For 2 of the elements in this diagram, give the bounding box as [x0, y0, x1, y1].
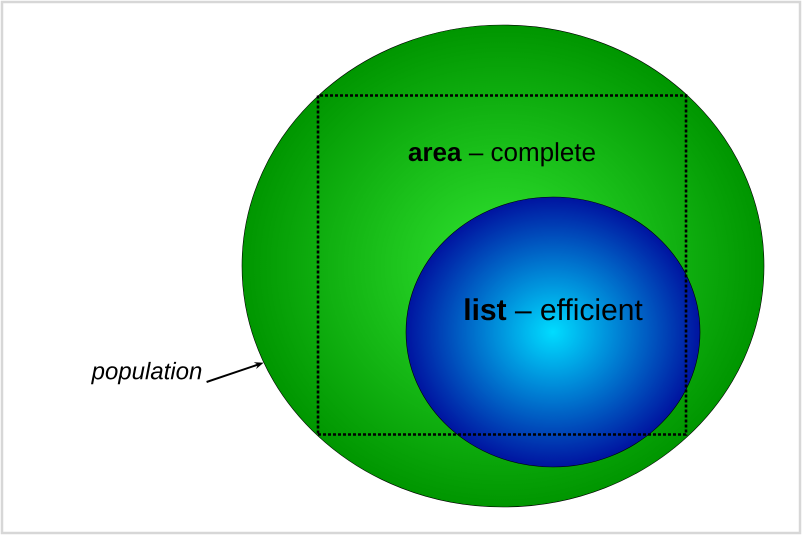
population-ellipse	[242, 24, 764, 508]
population-label: population	[91, 362, 202, 384]
